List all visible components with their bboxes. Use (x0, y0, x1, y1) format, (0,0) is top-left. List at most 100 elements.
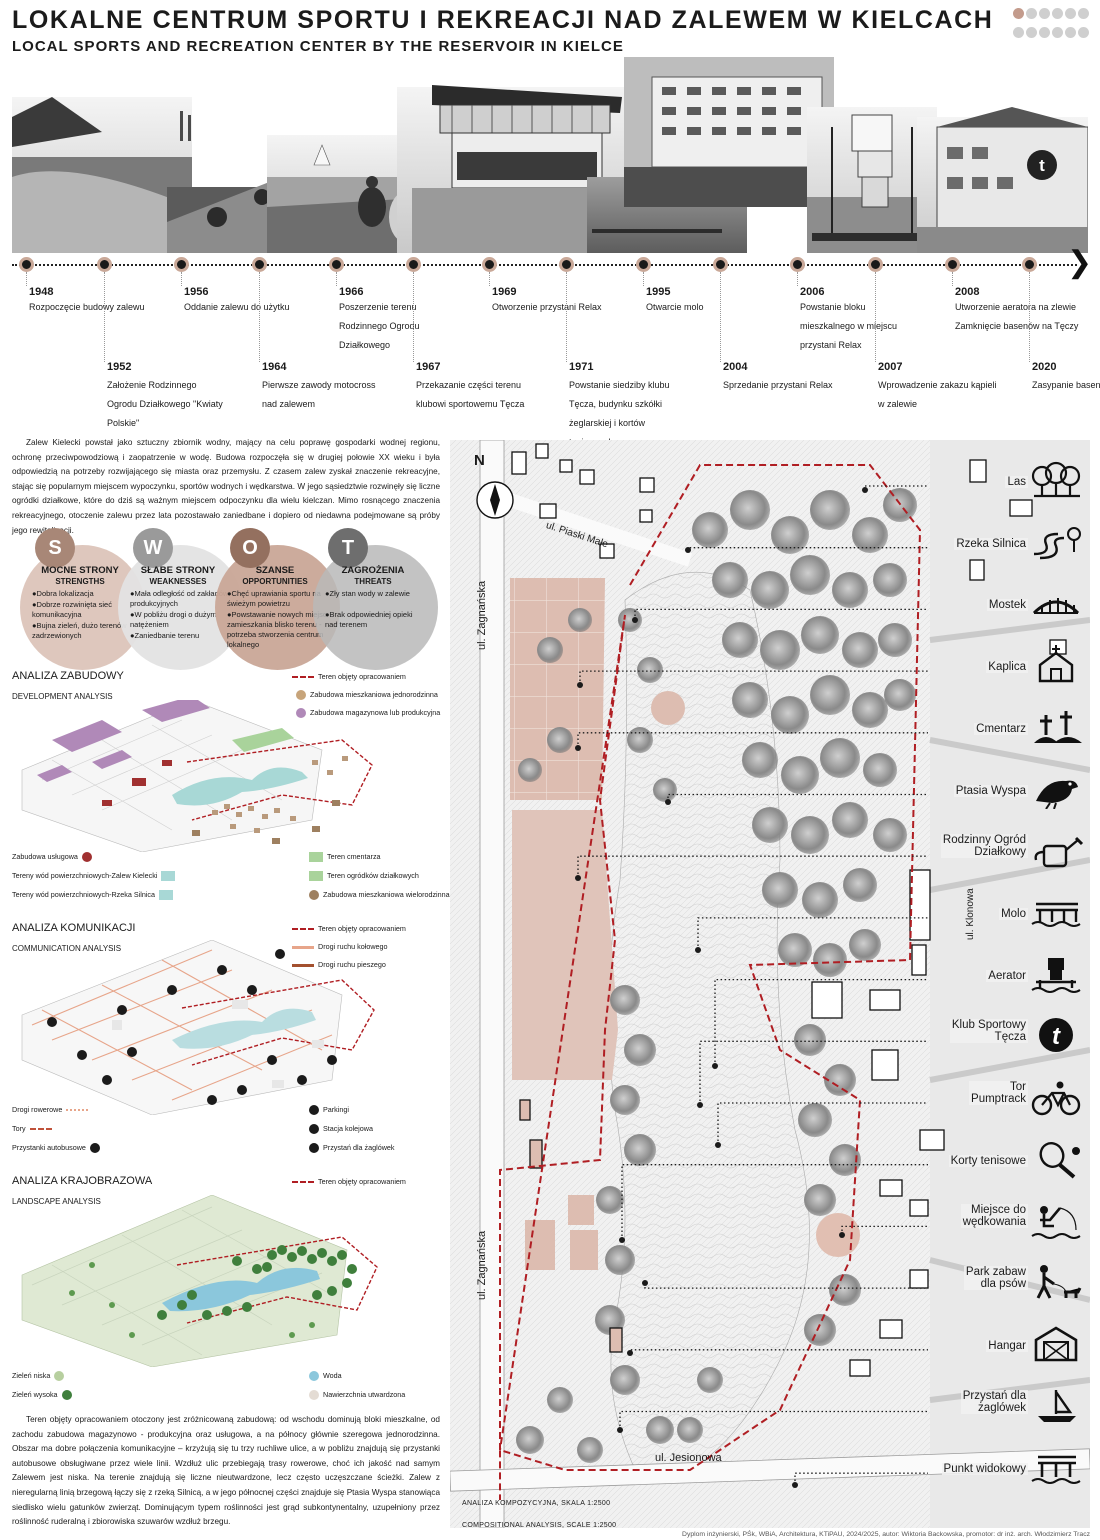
poi-label-15: Hangar (986, 1339, 1028, 1352)
timeline-marker (713, 257, 728, 272)
poi-label-4: Kaplica (986, 661, 1028, 674)
legend-item: Stacja kolejowa (305, 1124, 373, 1135)
aerator-icon (1030, 952, 1084, 994)
legend-label: Drogi ruchu pieszego (318, 960, 386, 969)
legend-swatch (292, 945, 314, 949)
photo-club-tecza-2020: t (917, 107, 1088, 253)
timeline-marker (252, 257, 267, 272)
swot-subheading: THREATS (354, 577, 392, 586)
poi-leader-line (667, 793, 928, 802)
legend-item: Teren objęty opracowaniem (292, 672, 442, 681)
legend-label: Parkingi (323, 1105, 349, 1114)
legend-swatch (292, 676, 314, 679)
road-jesionowa (450, 1448, 1090, 1492)
legend-swatch (66, 1109, 89, 1112)
poi-leader-line (579, 670, 928, 685)
river-icon (1030, 520, 1084, 562)
legend-swatch (309, 1124, 319, 1135)
legend-swatch (292, 1181, 314, 1184)
site-boundary (499, 464, 922, 1500)
swot-letter-s: S (35, 528, 75, 568)
legend-swatch (159, 890, 174, 901)
timeline-year: 2004 (723, 361, 748, 373)
legend-label: Stacja kolejowa (323, 1124, 373, 1133)
timeline-marker (636, 257, 651, 272)
legend-item: Woda (305, 1371, 342, 1382)
timeline-description: Oddanie zalewu do użytku (184, 302, 290, 312)
swot-subheading: OPPORTUNITIES (242, 577, 308, 586)
timeline-connector (643, 272, 644, 286)
timeline-description: Rozpoczęcie budowy zalewu (29, 302, 145, 312)
bird-island-patch (651, 691, 685, 725)
poi-leader-line (621, 1164, 928, 1240)
legend-item: Tereny wód powierzchniowych-Zalew Kielec… (12, 871, 179, 882)
street-label-klonowa: ul. Klonowa (965, 888, 976, 940)
landscape-analysis-subtitle: LANDSCAPE ANALYSIS (12, 1197, 101, 1206)
poi-anchor-dot (697, 1102, 703, 1108)
legend-swatch (29, 1128, 52, 1131)
poi-leader-line (699, 1040, 928, 1105)
legend-swatch (292, 928, 314, 931)
dog-walk-icon (1030, 1260, 1084, 1302)
legend-label: Teren objęty opracowaniem (318, 924, 406, 933)
timeline-marker (868, 257, 883, 272)
timeline-connector (413, 272, 414, 362)
communication-analysis-subtitle: COMMUNICATION ANALYSIS (12, 944, 122, 953)
legend-swatch (89, 1143, 100, 1154)
legend-item: Nawierzchnia utwardzona (305, 1390, 406, 1401)
poi-anchor-dot (715, 1142, 721, 1148)
photo-lake-1948 (12, 97, 192, 253)
legend-label: Woda (323, 1371, 342, 1380)
timeline-year: 1956 (184, 286, 209, 298)
bottom-paragraph: Teren objęty opracowaniem otoczony jest … (12, 1415, 440, 1527)
poi-anchor-dot (577, 682, 583, 688)
poi-anchor-dot (632, 617, 638, 623)
legend-item: Teren cmentarza (305, 852, 381, 863)
legend-item: Tereny wód powierzchniowych-Rzeka Silnic… (12, 890, 177, 901)
legend-label: Zieleń wysoka (12, 1390, 58, 1399)
legend-swatch (309, 852, 323, 863)
timeline-marker (482, 257, 497, 272)
fishing-spot-circle (816, 1213, 860, 1257)
footer-credits: Dyplom inżynierski, PŚk, WBiA, Architekt… (682, 1531, 1090, 1538)
legend-label: Zabudowa mieszkaniowa wielorodzinna (323, 890, 450, 899)
legend-label: Teren ogródków działkowych (327, 871, 419, 880)
watering-can-icon (1030, 828, 1084, 870)
timeline-connector (336, 272, 337, 286)
timeline-description: Otworzenie przystani Relax (492, 302, 602, 312)
poi-label-1: Las (1005, 476, 1028, 488)
landscape-analysis-axonometry (12, 1194, 442, 1368)
svg-text:t: t (1039, 156, 1045, 175)
timeline-year: 1952 (107, 361, 132, 373)
timeline-marker (559, 257, 574, 272)
timeline-year: 1967 (416, 361, 441, 373)
swot-subheading: STRENGTHS (55, 577, 105, 586)
courts-area (525, 1195, 598, 1270)
legend-label: Tory (12, 1124, 26, 1133)
swot-heading: ZAGROŻENIA (341, 565, 405, 576)
timeline-description: Wprowadzenie zakazu kąpieli w zalewie (878, 380, 997, 409)
legend-label: Nawierzchnia utwardzona (323, 1390, 406, 1399)
timeline-year: 1971 (569, 361, 594, 373)
timeline-connector (720, 272, 721, 362)
legend-item: Teren objęty opracowaniem (292, 924, 442, 933)
legend-item: Zabudowa mieszkaniowa jednorodzinna (292, 690, 442, 701)
legend-swatch (309, 1390, 319, 1401)
swot-item: ●Bujna zieleń, dużo terenów zadrzewionyc… (32, 621, 127, 640)
timeline-description: Utworzenie aeratora na zlewie Zamknięcie… (955, 302, 1079, 331)
legend-swatch (81, 852, 92, 863)
legend-swatch (309, 1105, 319, 1116)
legend-label: Zieleń niska (12, 1371, 51, 1380)
timeline-marker (790, 257, 805, 272)
forest-trees (516, 488, 917, 1463)
swot-heading: MOCNE STRONY (41, 565, 119, 576)
swot-letter-o: O (230, 528, 270, 568)
pier-icon (1030, 890, 1084, 932)
poi-anchor-dot (839, 1232, 845, 1238)
swot-item: ●Dobra lokalizacja (32, 589, 94, 598)
legend-label: Drogi ruchu kołowego (318, 942, 388, 951)
poi-label-17: Punkt widokowy (941, 1463, 1028, 1476)
timeline-year: 1969 (492, 286, 517, 298)
bicycle-icon (1030, 1075, 1084, 1117)
timeline-description: Poszerzenie terenu Rodzinnego Ogrodu Dzi… (339, 302, 420, 350)
